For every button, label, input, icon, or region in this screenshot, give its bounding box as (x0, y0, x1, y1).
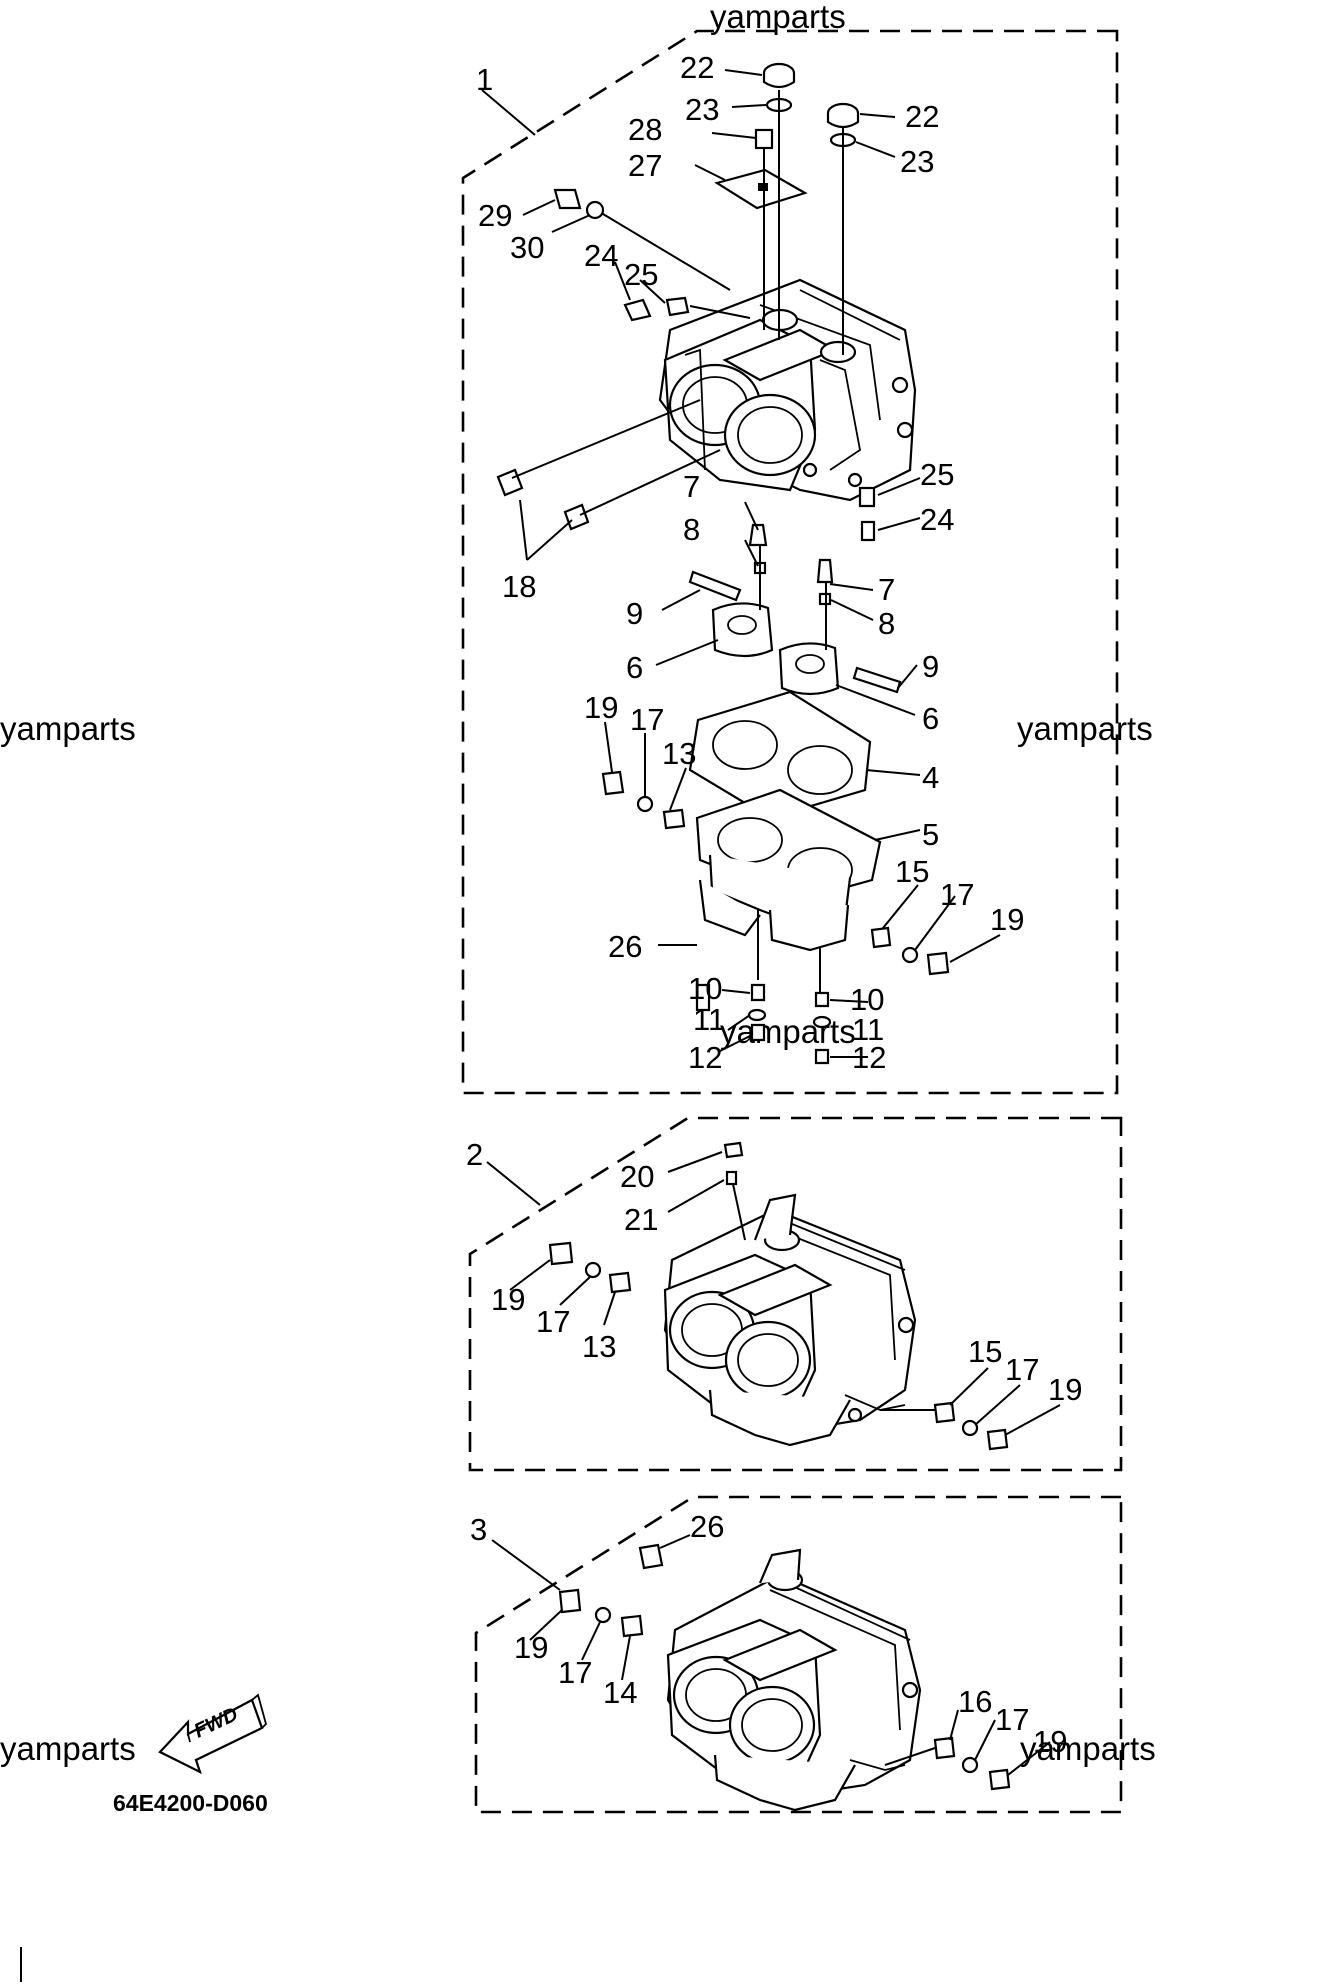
frame-assembly-2 (468, 1116, 1123, 1472)
callout-7-right: 7 (878, 572, 895, 607)
callout-28: 28 (628, 112, 662, 147)
watermark-center: yamparts (720, 1013, 856, 1050)
callout-24-right: 24 (920, 502, 954, 537)
callout-26-a3: 26 (690, 1509, 724, 1544)
callout-14: 14 (603, 1675, 637, 1710)
watermark-left: yamparts (0, 710, 136, 747)
bowl-hardware-1 (601, 770, 950, 1065)
callout-6-right: 6 (922, 701, 939, 736)
callout-15-a2: 15 (968, 1334, 1002, 1369)
small-screws-1 (496, 188, 876, 542)
callout-23-right: 23 (900, 144, 934, 179)
callout-8-left: 8 (683, 512, 700, 547)
callout-25-top: 25 (624, 257, 658, 292)
callout-3: 3 (470, 1512, 487, 1547)
carburetor-body-3 (666, 1548, 922, 1812)
watermark-top: yamparts (710, 0, 846, 35)
leader-lines-2 (486, 1151, 1061, 1436)
callout-25-right: 25 (920, 457, 954, 492)
callout-9-right: 9 (922, 649, 939, 684)
hardware-3 (558, 1543, 1011, 1791)
callout-19-a1-right: 19 (990, 902, 1024, 937)
callout-19-a3-right: 19 (1033, 1724, 1067, 1759)
callout-13-a2: 13 (582, 1329, 616, 1364)
callout-10-right: 10 (850, 982, 884, 1017)
callout-1: 1 (476, 62, 493, 97)
callout-18: 18 (502, 569, 536, 604)
callout-15-a1: 15 (895, 854, 929, 889)
callout-19-a1-left: 19 (584, 690, 618, 725)
callout-13-a1: 13 (662, 736, 696, 771)
callout-19-a2-right: 19 (1048, 1372, 1082, 1407)
carburetor-top-hardware-1 (714, 62, 860, 355)
callout-17-a1-left: 17 (630, 702, 664, 737)
callout-21: 21 (624, 1202, 658, 1237)
callout-26-a1: 26 (608, 929, 642, 964)
callout-30: 30 (510, 230, 544, 265)
callout-12-right: 12 (852, 1040, 886, 1075)
callout-10-left: 10 (688, 971, 722, 1006)
callout-6-left: 6 (626, 650, 643, 685)
fwd-arrow-icon: FWD (158, 1693, 268, 1775)
callout-22-left: 22 (680, 50, 714, 85)
callout-23-left: 23 (685, 92, 719, 127)
callout-19-a2-left: 19 (491, 1282, 525, 1317)
callout-11-right: 11 (852, 1012, 884, 1047)
callout-17-a1-right: 17 (940, 877, 974, 912)
callout-4: 4 (922, 760, 939, 795)
callout-7-left: 7 (683, 469, 700, 504)
callout-12-left: 12 (688, 1040, 722, 1075)
carburetor-body-1 (658, 278, 917, 502)
frame-assembly-1 (461, 29, 1119, 1095)
callout-11-left: 11 (693, 1002, 725, 1037)
leader-lines-1 (481, 69, 1001, 1058)
callout-24-top: 24 (584, 238, 618, 273)
carburetor-body-2 (663, 1193, 917, 1447)
callout-20: 20 (620, 1159, 654, 1194)
callout-16: 16 (958, 1684, 992, 1719)
callout-17-a2-left: 17 (536, 1304, 570, 1339)
callout-19-a3-left: 19 (514, 1630, 548, 1665)
callout-17-a3-left: 17 (558, 1655, 592, 1690)
float-bowl-1 (695, 788, 882, 995)
callout-27: 27 (628, 148, 662, 183)
callout-17-a2-right: 17 (1005, 1352, 1039, 1387)
callout-9-left: 9 (626, 596, 643, 631)
callout-22-right: 22 (905, 99, 939, 134)
callout-5: 5 (922, 817, 939, 852)
callout-8-right: 8 (878, 606, 895, 641)
callout-29: 29 (478, 198, 512, 233)
floats-needles-1 (688, 523, 902, 696)
drawing-code: 64E4200-D060 (113, 1790, 268, 1816)
watermark-bottom-left: yamparts (0, 1730, 136, 1767)
hardware-2 (548, 1141, 1009, 1451)
watermark-right: yamparts (1017, 710, 1153, 747)
callout-17-a3-right: 17 (995, 1702, 1029, 1737)
frame-assembly-3 (474, 1495, 1123, 1814)
gasket-1 (688, 690, 872, 820)
callout-2: 2 (466, 1137, 483, 1172)
leader-lines-3 (491, 1534, 1051, 1776)
